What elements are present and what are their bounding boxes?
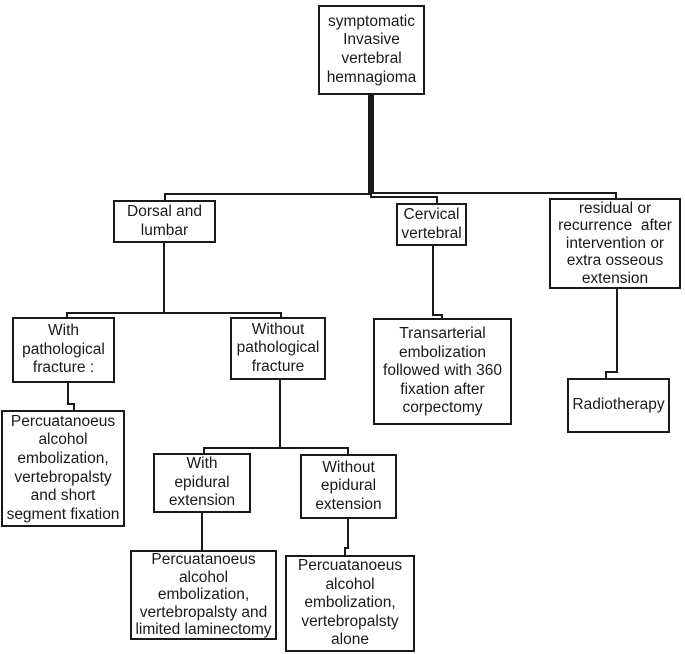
- node-pae-alone-label: Percuatanoeus alcohol embolization, vert…: [297, 557, 403, 649]
- node-cervical-label: Cervical vertebral: [401, 205, 462, 242]
- edge-dorsal-with-fracture: [66, 243, 165, 318]
- edge-root-residual: [372, 95, 617, 199]
- node-residual-label: residual or recurrence after interventio…: [558, 199, 672, 287]
- node-cervical: Cervical vertebral: [396, 203, 467, 246]
- node-pae-short-fixation: Percuatanoeus alcohol embolization, vert…: [1, 410, 125, 527]
- node-dorsal-lumbar: Dorsal and lumbar: [113, 200, 216, 243]
- node-without-fracture: Without pathological fracture: [230, 317, 326, 380]
- node-without-epidural: Without epidural extension: [300, 454, 397, 519]
- node-pae-laminectomy-label: Percuatanoeus alcohol embolization, vert…: [135, 551, 272, 639]
- node-transarterial: Transarterial embolization followed with…: [373, 318, 512, 425]
- node-with-fracture: With pathological fracture :: [12, 317, 115, 383]
- node-with-epidural: With epidural extension: [153, 453, 251, 513]
- edge-without-fracture-without-epidural: [279, 380, 349, 455]
- edge-residual-radiotherapy: [605, 289, 618, 379]
- edge-dorsal-without-fracture: [163, 243, 282, 318]
- edge-root-cervical: [370, 95, 438, 204]
- node-root-label: symptomatic Invasive vertebral hemnagiom…: [326, 12, 417, 86]
- node-with-fracture-label: With pathological fracture :: [22, 322, 105, 377]
- node-without-epidural-label: Without epidural extension: [315, 458, 382, 513]
- edge-root-dorsal-lumbar: [164, 95, 370, 201]
- node-dorsal-lumbar-label: Dorsal and lumbar: [127, 202, 202, 239]
- edge-cervical-transarterial: [432, 246, 443, 319]
- edge-without-epidural-pae-alone: [344, 519, 349, 556]
- node-without-fracture-label: Without pathological fracture: [236, 320, 320, 375]
- node-root: symptomatic Invasive vertebral hemnagiom…: [318, 5, 425, 95]
- node-pae-short-fixation-label: Percuatanoeus alcohol embolization, vert…: [6, 412, 120, 523]
- node-with-epidural-label: With epidural extension: [168, 455, 236, 510]
- node-pae-laminectomy: Percuatanoeus alcohol embolization, vert…: [130, 550, 277, 640]
- edge-without-fracture-with-epidural: [203, 380, 281, 454]
- node-radiotherapy: Radiotherapy: [567, 378, 670, 433]
- edge-with-fracture-pae-short: [67, 383, 75, 411]
- node-radiotherapy-label: Radiotherapy: [572, 396, 665, 414]
- node-transarterial-label: Transarterial embolization followed with…: [383, 325, 502, 417]
- node-residual: residual or recurrence after interventio…: [549, 198, 681, 289]
- node-pae-alone: Percuatanoeus alcohol embolization, vert…: [285, 555, 415, 652]
